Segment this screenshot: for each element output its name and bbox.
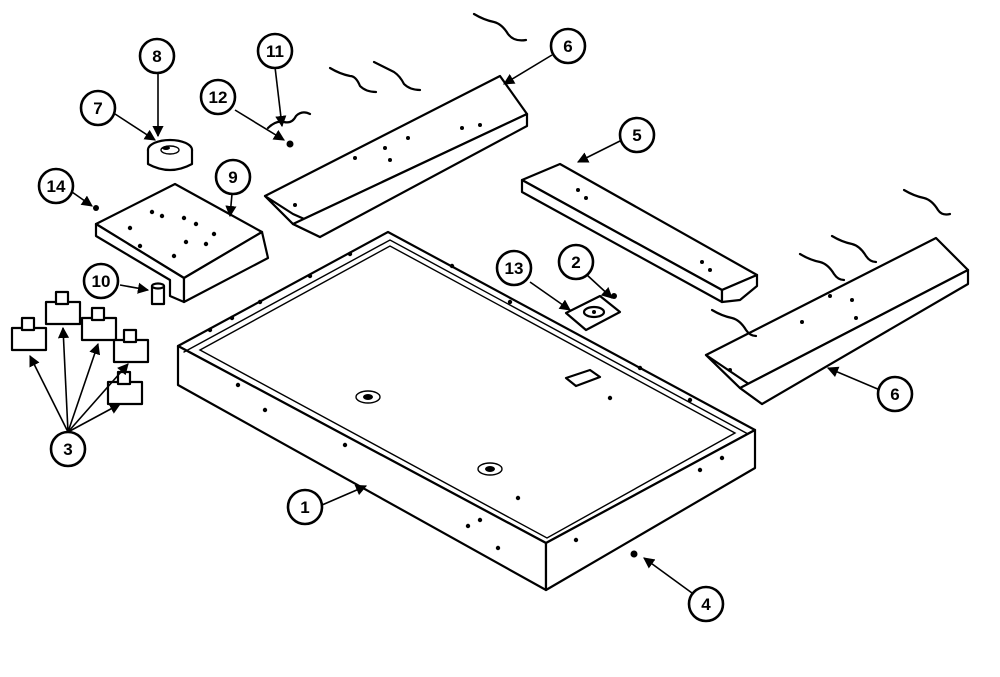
callout-13: 13	[495, 249, 533, 287]
leader-lines	[29, 54, 881, 594]
trim-panel-lower-part	[704, 236, 970, 406]
callout-9-label: 9	[228, 168, 237, 187]
trim-panel-middle-part	[520, 162, 759, 304]
callout-6-upper: 6	[549, 27, 587, 65]
callout-10: 10	[82, 262, 120, 300]
callout-6-lower-label: 6	[890, 385, 899, 404]
callout-14-label: 14	[47, 177, 66, 196]
callout-5-label: 5	[632, 126, 641, 145]
callout-12: 12	[199, 78, 237, 116]
callout-14: 14	[37, 167, 75, 205]
post-10-part	[150, 282, 166, 306]
callout-3-label: 3	[63, 440, 72, 459]
callout-11: 11	[256, 32, 294, 70]
base-tray-part	[176, 230, 757, 592]
screw-12-part	[286, 140, 294, 148]
callout-11-label: 11	[266, 42, 284, 61]
fitting-part	[564, 293, 622, 332]
callout-6-lower: 6	[876, 375, 914, 413]
callout-9: 9	[214, 158, 252, 196]
switch-set-part	[10, 290, 150, 406]
trim-panel-upper-part	[263, 74, 529, 239]
callout-2-label: 2	[571, 253, 580, 272]
callout-3: 3	[49, 430, 87, 468]
callout-1-label: 1	[300, 498, 309, 517]
callout-13-label: 13	[505, 259, 524, 278]
callout-5: 5	[618, 116, 656, 154]
callout-6-upper-label: 6	[563, 37, 572, 56]
screw-4-part	[630, 550, 638, 558]
callout-12-label: 12	[209, 88, 228, 107]
knob-part	[146, 138, 194, 172]
callout-8: 8	[138, 37, 176, 75]
control-bracket-part	[94, 182, 270, 304]
spring-clips-part	[266, 12, 952, 338]
callout-1: 1	[286, 488, 324, 526]
callout-7-label: 7	[93, 99, 102, 118]
callout-2: 2	[557, 243, 595, 281]
callout-8-label: 8	[152, 47, 161, 66]
callout-4-label: 4	[701, 595, 711, 614]
callout-7: 7	[79, 89, 117, 127]
callout-10-label: 10	[92, 272, 111, 291]
callout-4: 4	[687, 585, 725, 623]
screw-14-part	[93, 205, 99, 211]
